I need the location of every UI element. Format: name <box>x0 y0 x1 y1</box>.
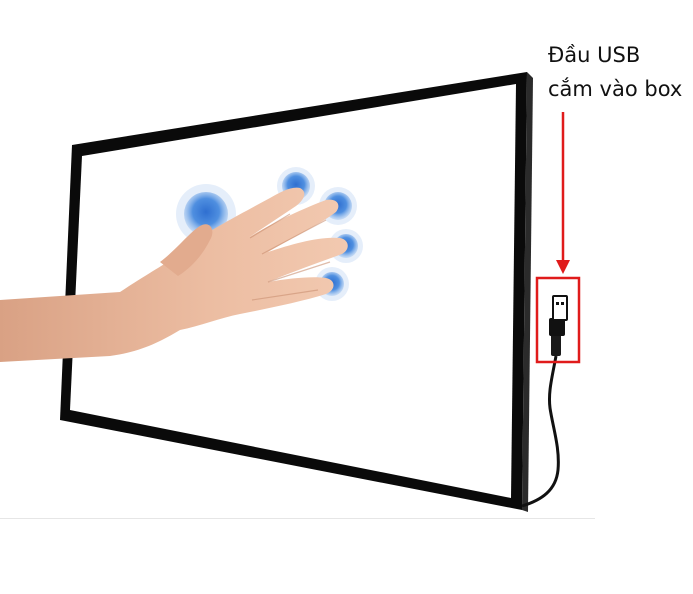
usb-highlight-box <box>535 276 581 364</box>
annotation-line-2: cắm vào box <box>548 77 683 101</box>
image-bottom-divider <box>0 518 595 519</box>
usb-cable <box>521 295 568 508</box>
monitor-side-edge <box>522 72 533 512</box>
usb-annotation: Đầu USB cắm vào box <box>548 38 682 106</box>
usb-plug-icon <box>549 295 568 356</box>
annotation-line-1: Đầu USB <box>548 43 641 67</box>
hand-illustration <box>0 187 348 362</box>
hand-thumb <box>160 224 213 276</box>
cable-wire <box>521 355 560 508</box>
arrow-down-icon <box>556 260 570 274</box>
finger-lines <box>249 213 331 301</box>
usb-callout <box>535 112 581 364</box>
